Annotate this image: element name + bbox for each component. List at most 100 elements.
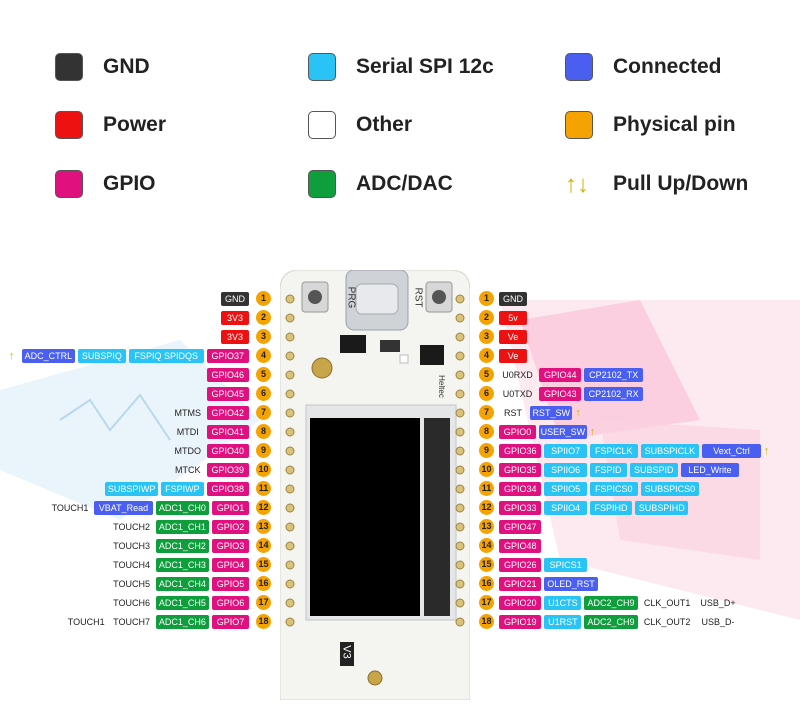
header-hole — [285, 560, 295, 570]
pin-label-gpio: GPIO20 — [499, 596, 542, 610]
legend-swatch — [55, 53, 83, 81]
header-hole — [285, 446, 295, 456]
physical-pin: 14 — [479, 538, 494, 553]
header-hole — [285, 313, 295, 323]
pin-label-con: OLED_RST — [544, 577, 598, 591]
header-hole — [455, 541, 465, 551]
legend-swatch — [308, 53, 336, 81]
pin-label-spi: SUBSPIQ — [78, 349, 126, 363]
legend-swatch — [308, 170, 336, 198]
pin-label-gpio: GPIO37 — [206, 349, 249, 363]
pin-label-adc: ADC1_CH3 — [155, 558, 209, 572]
physical-pin: 13 — [479, 519, 494, 534]
physical-pin: 8 — [256, 424, 271, 439]
physical-pin: 12 — [256, 500, 271, 515]
pin-label-gpio: GPIO39 — [206, 463, 249, 477]
header-hole — [285, 332, 295, 342]
pin-label-adc: ADC2_CH9 — [584, 615, 638, 629]
pin-label-con: VBAT_Read — [94, 501, 153, 515]
header-hole — [455, 351, 465, 361]
pin-label-gpio: GPIO44 — [539, 368, 582, 382]
header-hole — [285, 522, 295, 532]
pin-label-gpio: GPIO48 — [499, 539, 542, 553]
physical-pin: 6 — [479, 386, 494, 401]
oled-screen — [310, 418, 420, 616]
pin-label-oth: TOUCH5 — [113, 579, 150, 589]
physical-pin: 4 — [479, 348, 494, 363]
pin-label-adc: ADC1_CH6 — [155, 615, 209, 629]
header-hole — [285, 370, 295, 380]
physical-pin: 3 — [479, 329, 494, 344]
pin-label-spi: SUBSPIWP — [105, 482, 159, 496]
pin-label-oth: TOUCH6 — [113, 598, 150, 608]
header-hole — [455, 408, 465, 418]
pull-up-icon: ↑ — [589, 426, 596, 438]
pin-label-gpio: GPIO45 — [206, 387, 249, 401]
pin-label-gpio: GPIO7 — [212, 615, 249, 629]
header-hole — [285, 598, 295, 608]
pin-label-oth: U0TXD — [502, 389, 533, 399]
pin-label-gpio: GPIO42 — [206, 406, 249, 420]
physical-pin: 3 — [256, 329, 271, 344]
header-hole — [285, 294, 295, 304]
legend-label: Connected — [613, 55, 722, 78]
pin-label-gpio: GPIO0 — [499, 425, 536, 439]
physical-pin: 9 — [479, 443, 494, 458]
physical-pin: 16 — [256, 576, 271, 591]
pull-up-icon: ↑ — [763, 445, 770, 457]
pin-label-oth: CLK_OUT1 — [643, 598, 691, 608]
pin-label-gpio: GPIO36 — [499, 444, 542, 458]
legend-label: Physical pin — [613, 113, 736, 136]
physical-pin: 4 — [256, 348, 271, 363]
pin-label-spi: SPICS1 — [544, 558, 587, 572]
pin-label-oth: USB_D- — [701, 617, 735, 627]
logo-label: Heltec — [436, 375, 446, 398]
pin-label-gpio: GPIO33 — [499, 501, 542, 515]
pin-label-oth: USB_D+ — [700, 598, 736, 608]
pin-label-spi: SUBSPID — [629, 463, 678, 477]
pin-label-pwr: 3V3 — [221, 330, 249, 344]
header-hole — [455, 598, 465, 608]
pin-label-con: LED_Write — [680, 463, 740, 477]
physical-pin: 17 — [256, 595, 271, 610]
header-hole — [285, 465, 295, 475]
physical-pin: 12 — [479, 500, 494, 515]
physical-pin: 15 — [256, 557, 271, 572]
pin-label-gpio: GPIO38 — [206, 482, 249, 496]
legend-label: Serial SPI 12c — [356, 55, 494, 78]
header-hole — [455, 446, 465, 456]
pin-label-oth: TOUCH1 — [67, 617, 105, 627]
prg-label: PRG — [345, 286, 357, 309]
header-hole — [285, 579, 295, 589]
header-hole — [455, 427, 465, 437]
pin-label-con: Vext_Ctrl — [702, 444, 761, 458]
pin-label-spi: U1CTS — [544, 596, 582, 610]
pin-label-spi: SUBSPIHD — [635, 501, 689, 515]
pin-label-adc: ADC1_CH2 — [155, 539, 209, 553]
pin-label-adc: ADC1_CH1 — [155, 520, 209, 534]
pin-label-oth: TOUCH3 — [113, 541, 150, 551]
pin-label-spi: SPIIO6 — [544, 463, 587, 477]
legend-label: GPIO — [103, 172, 156, 195]
header-hole — [285, 503, 295, 513]
pin-label-spi: SPIIO7 — [544, 444, 587, 458]
legend-swatch — [55, 170, 83, 198]
pin-label-gpio: GPIO2 — [212, 520, 249, 534]
legend-swatch — [308, 111, 336, 139]
pin-label-spi: SPIIO5 — [544, 482, 587, 496]
physical-pin: 5 — [256, 367, 271, 382]
legend-swatch — [565, 111, 593, 139]
pin-label-gpio: GPIO40 — [206, 444, 249, 458]
pin-label-adc: ADC1_CH0 — [155, 501, 209, 515]
physical-pin: 11 — [479, 481, 494, 496]
pin-label-oth: CLK_OUT2 — [643, 617, 691, 627]
pin-label-oth: TOUCH1 — [51, 503, 89, 513]
pin-label-gnd: GND — [499, 292, 527, 306]
pin-label-gpio: GPIO1 — [212, 501, 249, 515]
pin-label-pwr: Ve — [499, 349, 527, 363]
physical-pin: 16 — [479, 576, 494, 591]
pin-label-gpio: GPIO47 — [499, 520, 542, 534]
heltec-board: PRG RST Heltec V3 — [279, 269, 471, 701]
legend-label: Pull Up/Down — [613, 172, 749, 195]
pin-label-oth: MTMS — [174, 408, 202, 418]
